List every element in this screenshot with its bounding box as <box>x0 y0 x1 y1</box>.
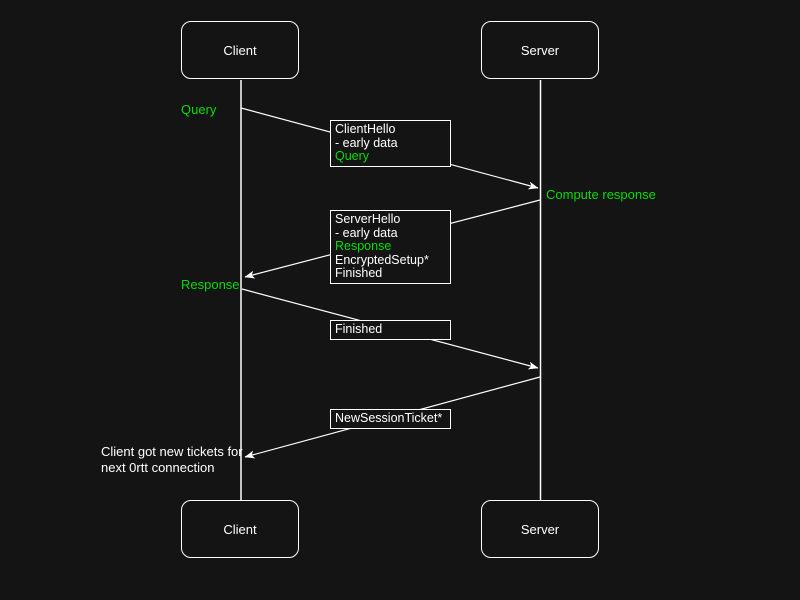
label-query: Query <box>181 102 217 117</box>
actor-server-bottom: Server <box>481 500 599 558</box>
actor-server-bottom-label: Server <box>520 521 560 537</box>
message-line: EncryptedSetup* <box>335 252 429 267</box>
message-line: ServerHello <box>335 212 401 226</box>
message-line: Query <box>335 149 370 163</box>
message-line: Finished <box>335 322 383 336</box>
actor-server-top-label: Server <box>520 42 560 58</box>
note-new-tickets: Client got new tickets for next 0rtt con… <box>101 444 243 475</box>
message-line: Response <box>335 239 392 253</box>
message-box-clienthello: ClientHello - early data Query <box>330 120 451 167</box>
actor-client-top-label: Client <box>223 42 257 58</box>
message-line: Finished <box>335 266 383 280</box>
message-line: ClientHello <box>335 122 396 136</box>
actor-client-bottom: Client <box>181 500 299 558</box>
message-line: NewSessionTicket* <box>335 411 443 425</box>
message-line: - early data <box>335 135 398 150</box>
label-response: Response <box>181 277 240 292</box>
message-box-finished: Finished <box>330 320 451 340</box>
message-box-serverhello: ServerHello - early data Response Encryp… <box>330 210 451 284</box>
label-compute-response: Compute response <box>546 187 656 202</box>
message-box-newsessionticket: NewSessionTicket* <box>330 409 451 429</box>
actor-server-top: Server <box>481 21 599 79</box>
actor-client-top: Client <box>181 21 299 79</box>
message-line: - early data <box>335 225 398 240</box>
note-line-1: Client got new tickets for <box>101 444 243 459</box>
note-line-2: next 0rtt connection <box>101 459 215 475</box>
actor-client-bottom-label: Client <box>223 521 257 537</box>
